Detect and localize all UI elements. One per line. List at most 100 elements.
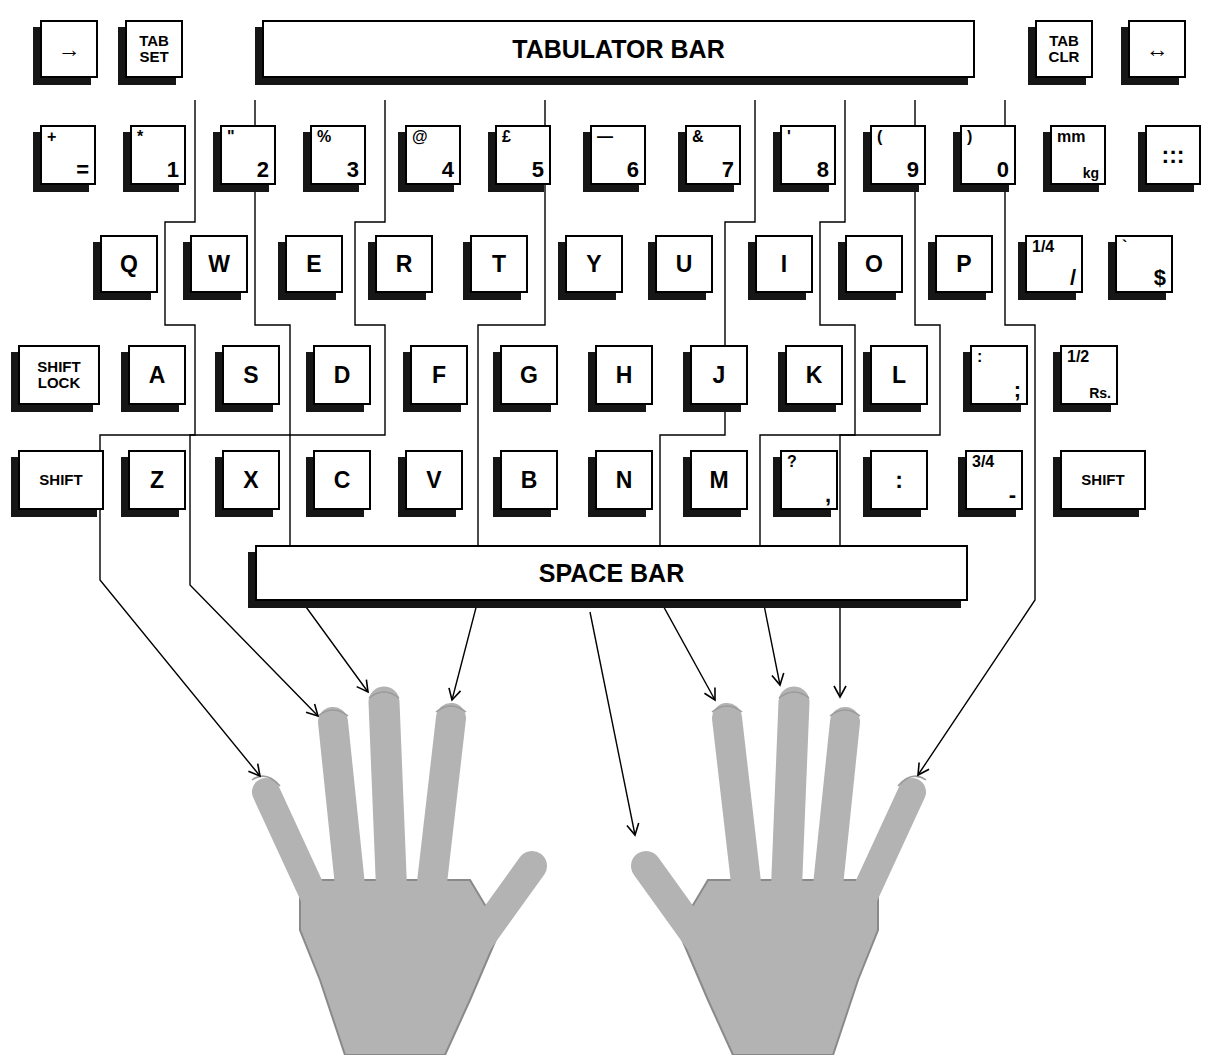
- key-label: P: [956, 252, 971, 276]
- left-hand: [252, 692, 532, 1055]
- typewriter-key: )0: [960, 125, 1016, 185]
- key-label: C: [334, 468, 351, 492]
- key-label: ,: [825, 483, 831, 506]
- typewriter-key: →: [40, 20, 98, 78]
- key-label: I: [781, 252, 787, 276]
- typewriter-key: I: [755, 235, 813, 293]
- key-label: kg: [1083, 166, 1099, 181]
- typewriter-key: 1/2Rs.: [1060, 345, 1118, 405]
- key-label: J: [713, 363, 726, 387]
- key-label: 0: [997, 158, 1009, 181]
- typewriter-key: E: [285, 235, 343, 293]
- typewriter-key: U: [655, 235, 713, 293]
- typewriter-key: D: [313, 345, 371, 405]
- key-label: +: [47, 129, 56, 146]
- key-label: 3/4: [972, 454, 994, 471]
- key-label: G: [520, 363, 538, 387]
- typewriter-key: Q: [100, 235, 158, 293]
- typewriter-key: Z: [128, 450, 186, 510]
- key-label: V: [426, 468, 441, 492]
- typewriter-key: G: [500, 345, 558, 405]
- key-label: ): [967, 129, 972, 146]
- key-label: Z: [150, 468, 164, 492]
- key-label: X: [243, 468, 258, 492]
- key-label: A: [149, 363, 166, 387]
- typewriter-key: ?,: [780, 450, 838, 510]
- key-label: :: [895, 468, 903, 492]
- key-label: ": [227, 129, 235, 146]
- key-label: TABULATOR BAR: [512, 36, 724, 62]
- key-label: $: [1154, 266, 1166, 289]
- typewriter-key: N: [595, 450, 653, 510]
- key-label: ↔: [1146, 37, 1169, 61]
- typewriter-key: TAB CLR: [1035, 20, 1093, 78]
- key-label: TAB SET: [130, 33, 178, 65]
- key-label: Y: [586, 252, 601, 276]
- typewriter-key: &7: [685, 125, 741, 185]
- typewriter-key: P: [935, 235, 993, 293]
- typewriter-key: S: [222, 345, 280, 405]
- key-label: 8: [817, 158, 829, 181]
- typewriter-key: F: [410, 345, 468, 405]
- key-label: (: [877, 129, 882, 146]
- key-label: —: [597, 129, 613, 146]
- typewriter-key: ↔: [1128, 20, 1186, 78]
- typewriter-key: `$: [1115, 235, 1173, 293]
- zone-line: [290, 100, 385, 692]
- key-label: K: [806, 363, 823, 387]
- typewriter-key: SHIFT: [18, 450, 104, 510]
- typewriter-key: "2: [220, 125, 276, 185]
- typewriter-key: V: [405, 450, 463, 510]
- key-label: N: [616, 468, 633, 492]
- typewriter-key: R: [375, 235, 433, 293]
- key-label: Q: [120, 252, 138, 276]
- key-label: B: [521, 468, 538, 492]
- typewriter-key: mm kg: [1050, 125, 1106, 185]
- key-label: Rs.: [1089, 386, 1111, 401]
- typewriter-key: +=: [40, 125, 96, 185]
- typewriter-key: H: [595, 345, 653, 405]
- key-label: £: [502, 129, 511, 146]
- key-label: U: [676, 252, 693, 276]
- key-label: →: [58, 37, 81, 61]
- typewriter-key: :: [870, 450, 928, 510]
- typewriter-key: (9: [870, 125, 926, 185]
- typewriter-key: J: [690, 345, 748, 405]
- key-label: TAB CLR: [1040, 33, 1088, 65]
- key-label: ?: [787, 454, 797, 471]
- typewriter-key: '8: [780, 125, 836, 185]
- zone-line: [840, 100, 940, 697]
- key-label: 9: [907, 158, 919, 181]
- zone-line: [660, 100, 755, 700]
- key-label: 5: [532, 158, 544, 181]
- key-label: 4: [442, 158, 454, 181]
- key-label: 6: [627, 158, 639, 181]
- key-label: 1/4: [1032, 239, 1054, 256]
- key-label: SHIFT LOCK: [23, 359, 95, 391]
- key-label: ': [787, 129, 791, 146]
- key-label: 1: [167, 158, 179, 181]
- key-label: T: [492, 252, 506, 276]
- typewriter-key: A: [128, 345, 186, 405]
- typewriter-key: %3: [310, 125, 366, 185]
- typewriter-key: K: [785, 345, 843, 405]
- typewriter-key: :::: [1145, 125, 1201, 185]
- typewriter-key: 3/4-: [965, 450, 1023, 510]
- typewriter-key: B: [500, 450, 558, 510]
- typewriter-key: X: [222, 450, 280, 510]
- key-label: mm: [1057, 129, 1085, 146]
- typewriter-key: SHIFT: [1060, 450, 1146, 510]
- key-label: SHIFT: [1081, 472, 1124, 488]
- key-label: H: [616, 363, 633, 387]
- typewriter-key: W: [190, 235, 248, 293]
- right-hand: [646, 692, 926, 1055]
- key-label: :: [977, 349, 982, 366]
- key-label: %: [317, 129, 331, 146]
- key-label: &: [692, 129, 704, 146]
- key-label: L: [892, 363, 906, 387]
- key-label: S: [243, 363, 258, 387]
- zone-line: [190, 100, 318, 716]
- typewriter-key: SPACE BAR: [255, 545, 968, 601]
- key-label: ;: [1014, 378, 1021, 401]
- key-label: SHIFT: [39, 472, 82, 488]
